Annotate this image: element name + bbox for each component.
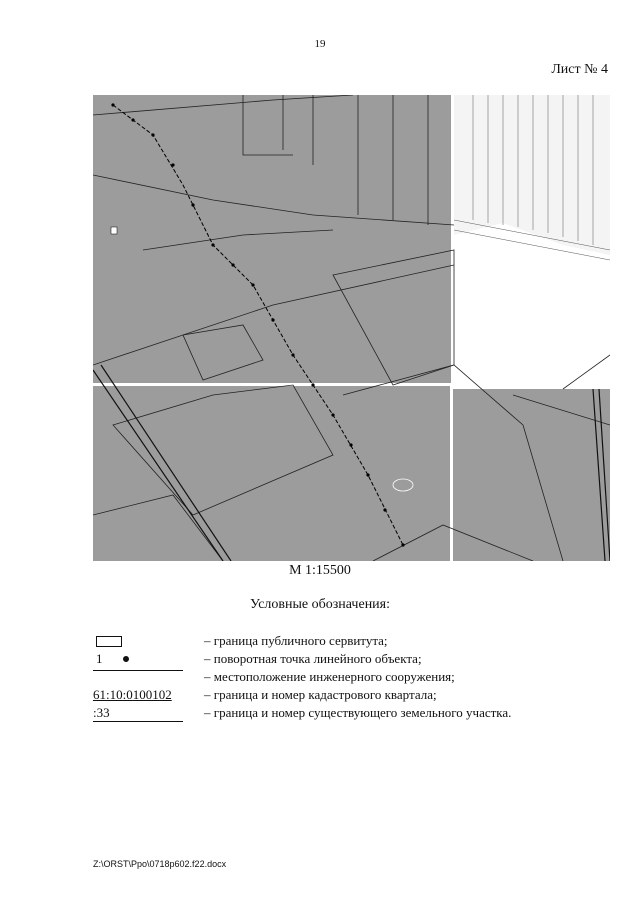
file-path-footer: Z:\ORST\Ppo\0718p602.f22.docx xyxy=(93,859,227,869)
sheet-label: Лист № 4 xyxy=(551,62,608,77)
legend-text: – местоположение инженерного сооружения; xyxy=(204,669,455,684)
engineering-line-symbol xyxy=(93,669,183,685)
land-parcel-symbol: :33 xyxy=(93,705,183,722)
legend-item-land-parcel: :33 – граница и номер существующего земе… xyxy=(93,705,613,722)
point-icon xyxy=(123,656,129,662)
legend-item-servitude: – граница публичного сервитута; xyxy=(93,633,613,649)
page-number: 19 xyxy=(314,38,326,50)
legend-item-cadastral-quarter: 61:10:0100102 – граница и номер кадастро… xyxy=(93,687,613,703)
turning-point-symbol: 1 xyxy=(93,651,183,667)
legend-text: – поворотная точка линейного объекта; xyxy=(204,651,422,666)
legend-text: – граница и номер кадастрового квартала; xyxy=(204,687,437,702)
cadastral-quarter-number: 61:10:0100102 xyxy=(93,687,172,702)
legend-text: – граница публичного сервитута; xyxy=(204,633,388,648)
cadastral-map xyxy=(93,95,610,561)
cadastral-quarter-symbol: 61:10:0100102 xyxy=(93,687,183,703)
land-parcel-number: :33 xyxy=(93,705,110,720)
legend-item-engineering: – местоположение инженерного сооружения; xyxy=(93,669,613,685)
legend-item-turning-point: 1 – поворотная точка линейного объекта; xyxy=(93,651,613,667)
legend-text: – граница и номер существующего земельно… xyxy=(204,705,512,720)
servitude-boundary-symbol xyxy=(93,633,183,649)
map-scale: М 1:15500 xyxy=(289,563,351,578)
turning-point-number: 1 xyxy=(96,651,103,666)
legend-title: Условные обозначения: xyxy=(249,597,391,612)
